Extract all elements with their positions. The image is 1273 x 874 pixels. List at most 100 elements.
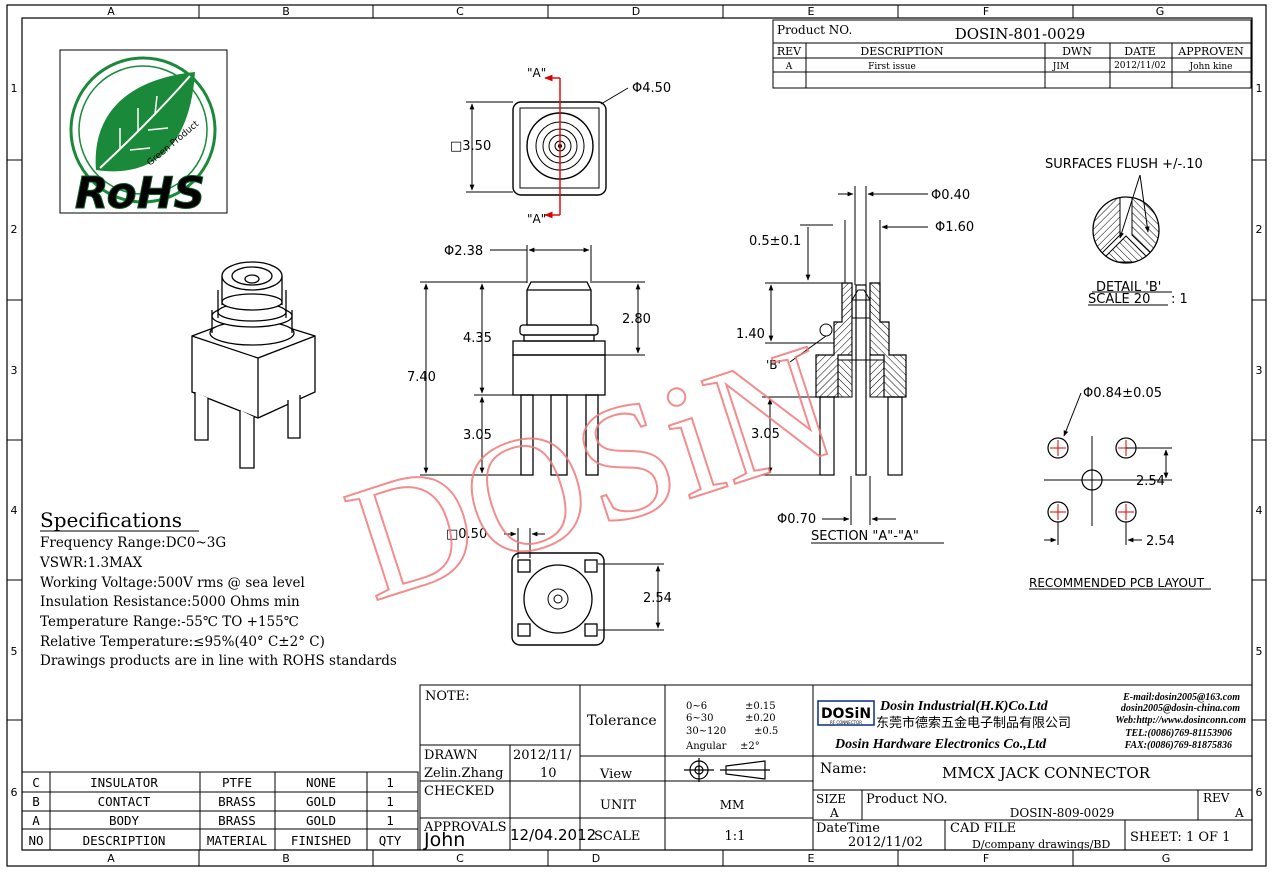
col-a-bottom: A bbox=[107, 852, 115, 865]
col-f-bottom: F bbox=[983, 852, 989, 865]
tol-value: ±0.5 bbox=[754, 726, 778, 737]
drawn-date-1: 2012/11/ bbox=[513, 748, 572, 763]
row-4-right: 4 bbox=[1256, 504, 1263, 517]
dim-diameter-0-40: Φ0.40 bbox=[931, 188, 970, 203]
company-logo: DOSiN bbox=[821, 706, 871, 722]
bom-cell: 1 bbox=[386, 813, 394, 828]
company-name-en2: Dosin Hardware Electronics Co.,Ltd bbox=[834, 737, 1047, 752]
contact-web: Web:http://www.dosinconn.com bbox=[1115, 715, 1246, 726]
row-1: 1 bbox=[11, 82, 18, 95]
specifications: Specifications Frequency Range:DC0~3G VS… bbox=[39, 508, 397, 669]
drawn-name: Zelin.Zhang bbox=[424, 766, 503, 781]
bom-header: FINISHED bbox=[291, 833, 351, 848]
bom-cell: GOLD bbox=[306, 794, 336, 809]
bom-cell: CONTACT bbox=[98, 794, 151, 809]
rohs-logo: Green Product RoHS bbox=[59, 49, 228, 220]
bom-table: C INSULATOR PTFE NONE 1 B CONTACT BRASS … bbox=[21, 771, 419, 851]
checked-label: CHECKED bbox=[424, 784, 494, 799]
scale-value: 1:1 bbox=[725, 829, 746, 844]
dim-diameter-2-38: Φ2.38 bbox=[444, 244, 483, 259]
row-4: 4 bbox=[11, 504, 18, 517]
col-b: B bbox=[282, 5, 290, 18]
dim-7-40: 7.40 bbox=[407, 370, 436, 385]
col-d-bottom: D bbox=[592, 852, 600, 865]
bom-cell: NONE bbox=[306, 775, 336, 790]
row-2: 2 bbox=[11, 223, 18, 236]
spec-line: VSWR:1.3MAX bbox=[39, 555, 143, 571]
col-a: A bbox=[107, 5, 115, 18]
datetime-label: DateTime bbox=[816, 821, 880, 836]
detail-b: SURFACES FLUSH +/-.10 DETAIL 'B' SCALE 2… bbox=[1045, 157, 1203, 307]
datetime-value: 2012/11/02 bbox=[848, 835, 923, 850]
border-column-labels: A B C D E F G A B C D E F G bbox=[107, 5, 1170, 865]
projection-symbol-icon bbox=[684, 758, 770, 782]
approvals-label: APPROVALS bbox=[423, 820, 507, 835]
detail-scale-value: : 1 bbox=[1171, 292, 1188, 307]
note-label: NOTE: bbox=[425, 689, 470, 704]
drawn-date-2: 10 bbox=[540, 766, 557, 781]
bom-header: QTY bbox=[379, 833, 402, 848]
row-6-right: 6 bbox=[1256, 786, 1263, 799]
unit-value: MM bbox=[720, 798, 745, 812]
detail-scale-label: SCALE 20 bbox=[1088, 292, 1150, 307]
top-view: "A" "A" Φ4.50 □3.50 bbox=[450, 66, 671, 226]
side-view: Φ2.38 2.80 4.35 7.40 3.05 bbox=[407, 244, 651, 476]
bom-cell: B bbox=[32, 794, 40, 809]
pcb-layout: Φ0.84±0.05 2.54 2.54 bbox=[1029, 386, 1211, 590]
bottom-view: □0.50 2.54 bbox=[446, 527, 672, 646]
rohs-text: RoHS bbox=[75, 168, 205, 219]
bom-cell: A bbox=[32, 813, 40, 828]
name-label: Name: bbox=[820, 761, 867, 777]
spec-line: Drawings products are in line with ROHS … bbox=[40, 653, 397, 669]
company-logo-sub: RF CONNECTOR bbox=[830, 720, 862, 725]
dim-3-05: 3.05 bbox=[463, 428, 492, 443]
bom-cell: 1 bbox=[386, 775, 394, 790]
dim-0-5: 0.5±0.1 bbox=[749, 234, 801, 249]
col-c: C bbox=[456, 5, 464, 18]
title-block: NOTE: DRAWN Zelin.Zhang 2012/11/ 10 CHEC… bbox=[419, 684, 1253, 851]
row-6: 6 bbox=[11, 786, 18, 799]
dim-3-05-section: 3.05 bbox=[751, 427, 780, 442]
detail-b-callout: 'B' bbox=[766, 358, 781, 372]
surfaces-flush-note: SURFACES FLUSH +/-.10 bbox=[1045, 157, 1203, 172]
tolerance-label: Tolerance bbox=[587, 713, 657, 729]
spec-line: Relative Temperature:≤95%(40° C±2° C) bbox=[40, 634, 325, 650]
rev-cell-description: First issue bbox=[868, 62, 916, 72]
name-value: MMCX JACK CONNECTOR bbox=[942, 764, 1151, 782]
tol-range: 30~120 bbox=[686, 726, 726, 737]
rev-header-date: DATE bbox=[1124, 45, 1156, 58]
rev-cell-approven: John kine bbox=[1189, 62, 1233, 72]
bom-cell: BODY bbox=[109, 813, 140, 828]
size-label: SIZE bbox=[816, 792, 846, 806]
unit-label: UNIT bbox=[600, 798, 636, 813]
border-row-labels: 1 2 3 4 5 6 1 2 3 4 5 6 bbox=[11, 82, 1263, 799]
section-label-a-bottom: "A" bbox=[527, 212, 546, 226]
cad-file-label: CAD FILE bbox=[950, 821, 1016, 836]
view-label: View bbox=[599, 767, 632, 782]
contact-email: E-mail:dosin2005@163.com bbox=[1122, 692, 1240, 703]
tb-product-no: DOSIN-809-0029 bbox=[1010, 806, 1114, 820]
dim-2-54-bottom: 2.54 bbox=[643, 591, 672, 606]
row-3: 3 bbox=[11, 364, 18, 377]
rev-cell-dwn: JIM bbox=[1052, 62, 1069, 72]
bom-cell: C bbox=[32, 775, 40, 790]
pcb-layout-title: RECOMMENDED PCB LAYOUT bbox=[1029, 576, 1205, 590]
dim-2-80: 2.80 bbox=[622, 312, 651, 327]
dim-hole-0-84: Φ0.84±0.05 bbox=[1083, 386, 1162, 401]
rev-header-description: DESCRIPTION bbox=[860, 45, 944, 58]
row-2-right: 2 bbox=[1256, 223, 1263, 236]
col-g: G bbox=[1156, 5, 1165, 18]
dim-1-40: 1.40 bbox=[736, 327, 765, 342]
bom-header: MATERIAL bbox=[207, 833, 267, 848]
section-view: Φ0.40 Φ1.60 0.5±0.1 1.40 'B' 3.05 Φ0.70 … bbox=[736, 186, 974, 544]
bom-header: NO bbox=[28, 833, 43, 848]
section-label-a-top: "A" bbox=[527, 66, 546, 80]
rev-cell-rev: A bbox=[785, 62, 793, 72]
col-f: F bbox=[983, 5, 989, 18]
col-c-bottom: C bbox=[456, 852, 464, 865]
dosin-watermark: DOSiN bbox=[327, 308, 856, 637]
rev-header-rev: REV bbox=[777, 45, 802, 58]
col-b-bottom: B bbox=[282, 852, 290, 865]
tol-value: ±0.20 bbox=[745, 713, 776, 724]
